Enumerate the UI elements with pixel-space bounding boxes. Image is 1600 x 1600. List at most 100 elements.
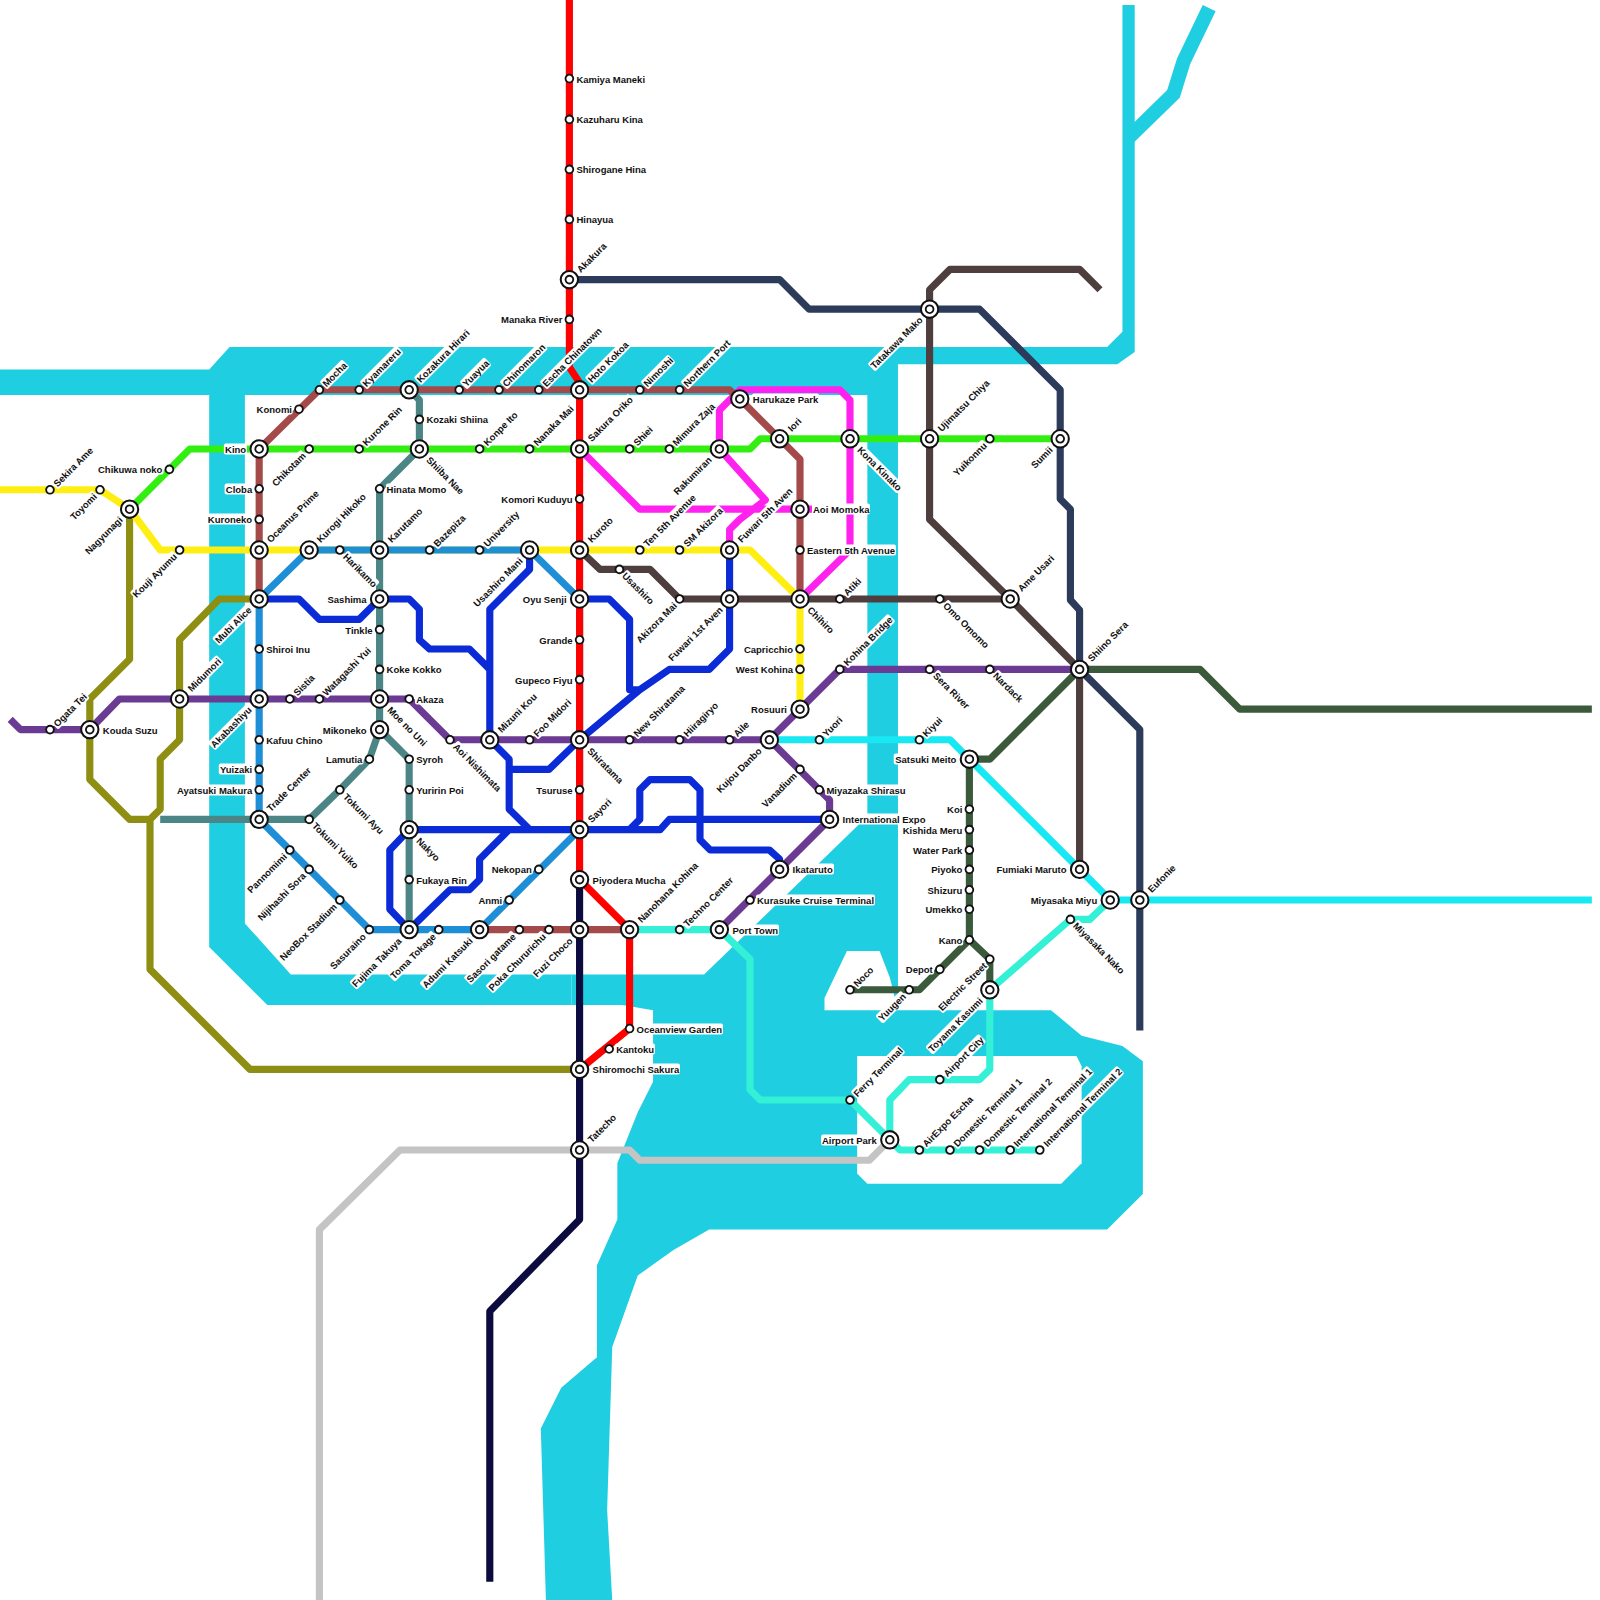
interchange-core <box>576 386 584 394</box>
station-marker <box>1131 891 1148 908</box>
station-label: Mimura Zaja <box>670 400 718 448</box>
interchange-core <box>1106 896 1114 904</box>
station-dot <box>255 645 263 653</box>
station-label: Miyasaka Miyu <box>1030 895 1099 906</box>
station-dot <box>366 755 374 763</box>
station-label: Miyazaka Shirasu <box>825 784 906 795</box>
interchange-ring <box>251 440 268 457</box>
station-dot <box>1006 1146 1014 1154</box>
station-label: New Shiratama <box>630 682 687 739</box>
station-dot <box>966 866 974 874</box>
station-label: Nanaka Mai <box>530 402 576 448</box>
station-label: Yuugen <box>875 990 908 1023</box>
station-dot <box>336 786 344 794</box>
station-label: Kona Kinako <box>855 443 905 493</box>
station-marker <box>576 676 584 684</box>
station-dot <box>576 676 584 684</box>
station-label: Fumiaki Maruto <box>995 864 1067 875</box>
station-dot <box>446 736 454 744</box>
station-marker <box>746 896 754 904</box>
station-dot <box>576 636 584 644</box>
station-label: NeoBox Stadium <box>276 900 339 963</box>
station-marker <box>576 786 584 794</box>
station-label: Harikamo <box>340 550 380 590</box>
station-marker <box>535 866 543 874</box>
interchange-core <box>1056 435 1064 443</box>
station-marker <box>251 811 268 828</box>
station-marker <box>286 846 294 854</box>
station-label: Akakura <box>574 239 610 275</box>
station-marker <box>976 1146 984 1154</box>
station-marker <box>676 546 684 554</box>
station-label: Yuayua <box>460 357 493 390</box>
station-marker <box>731 390 748 407</box>
station-marker <box>986 435 994 443</box>
station-marker <box>455 386 463 394</box>
interchange-ring <box>1071 861 1088 878</box>
station-dot <box>905 986 913 994</box>
station-label: Syroh <box>415 754 444 765</box>
station-marker <box>921 430 938 447</box>
station-label: Chihiro <box>805 604 838 637</box>
station-label: Yuririn Poi <box>415 784 465 795</box>
station-marker <box>476 445 484 453</box>
interchange-ring <box>411 440 428 457</box>
interchange-ring <box>371 690 388 707</box>
station-marker <box>711 440 728 457</box>
station-label: Port Town <box>731 924 779 935</box>
station-label: Karutamo <box>384 505 425 546</box>
station-marker <box>636 386 644 394</box>
station-label: Koi <box>946 804 963 815</box>
interchange-core <box>376 726 384 734</box>
station-marker <box>516 926 524 934</box>
station-dot <box>966 936 974 944</box>
interchange-ring <box>761 731 778 748</box>
station-marker <box>946 1146 954 1154</box>
station-marker <box>255 786 263 794</box>
interchange-core <box>566 276 574 284</box>
station-marker <box>255 736 263 744</box>
station-marker <box>405 695 413 703</box>
station-label: Satsuki Meito <box>894 754 957 765</box>
station-dot <box>796 766 804 774</box>
station-label: Kazuharu Kina <box>575 114 644 125</box>
station-marker <box>435 926 443 934</box>
station-marker <box>376 485 384 493</box>
station-label: Shiei <box>630 423 655 448</box>
station-marker <box>916 1146 924 1154</box>
station-label: Kuroneko <box>207 514 253 525</box>
interchange-core <box>405 926 413 934</box>
station-label: Kantoku <box>615 1043 655 1054</box>
station-marker <box>571 381 588 398</box>
station-marker <box>771 430 788 447</box>
station-marker <box>1071 661 1088 678</box>
station-marker <box>616 566 624 574</box>
station-label: Kurogi Hikoko <box>314 490 369 545</box>
blue-line <box>259 550 829 930</box>
station-label: Sashima <box>327 593 368 604</box>
station-dot <box>476 445 484 453</box>
station-marker <box>961 751 978 768</box>
interchange-core <box>796 505 804 513</box>
station-label: Tatakawa Mako <box>867 314 925 372</box>
interchange-core <box>966 755 974 763</box>
interchange-core <box>376 595 384 603</box>
station-dot <box>936 595 944 603</box>
darknavy-line <box>490 880 580 1582</box>
interchange-ring <box>251 690 268 707</box>
interchange-ring <box>571 1141 588 1158</box>
station-label: Rakumiran <box>671 454 715 498</box>
interchange-ring <box>571 821 588 838</box>
interchange-ring <box>301 541 318 558</box>
station-marker <box>626 736 634 744</box>
station-dot <box>405 876 413 884</box>
station-marker <box>316 695 324 703</box>
station-marker <box>796 546 804 554</box>
interchange-core <box>576 1146 584 1154</box>
station-dot <box>516 926 524 934</box>
station-dot <box>816 736 824 744</box>
station-label: Ayatsuki Makura <box>176 784 253 795</box>
station-label: West Kohina <box>735 664 794 675</box>
station-label: Depot <box>905 964 934 975</box>
station-marker <box>405 786 413 794</box>
